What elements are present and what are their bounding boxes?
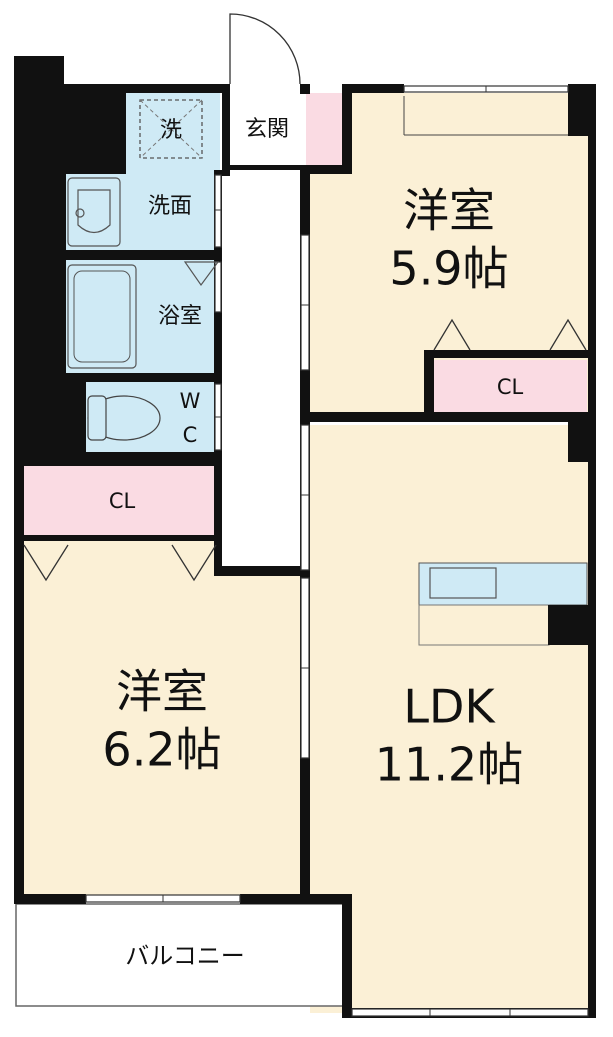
laundry-pan-diagonal xyxy=(139,99,203,159)
western-room-1-size: 5.9帖 xyxy=(389,242,508,296)
entrance-label: 玄関 xyxy=(245,117,289,142)
closet-2-area xyxy=(22,465,220,535)
entrance-floor xyxy=(228,93,306,170)
closet-door-marks xyxy=(23,318,587,582)
western-room-2-floor xyxy=(22,540,305,897)
washbasin-bowl xyxy=(77,189,111,234)
balcony-label: バルコニー xyxy=(125,942,245,970)
bathroom-label: 浴室 xyxy=(158,304,202,329)
western-room-1-name: 洋室 xyxy=(403,184,495,238)
ldk-name: LDK xyxy=(403,680,496,734)
toilet-label-c: C xyxy=(183,423,198,447)
corridor-floor xyxy=(220,170,302,570)
laundry-area xyxy=(125,93,220,173)
western-room-2-size: 6.2帖 xyxy=(102,723,221,777)
western-room-2-name: 洋室 xyxy=(116,665,208,719)
laundry-pan xyxy=(139,99,203,159)
entrance-door-swing xyxy=(229,13,301,85)
closet-1-area xyxy=(432,360,587,413)
ldk-floor xyxy=(310,425,588,1013)
bath-door-mark xyxy=(183,261,220,287)
laundry-label: 洗 xyxy=(160,118,182,143)
bathtub xyxy=(67,264,137,369)
bathtub-inner xyxy=(73,270,131,363)
balcony-floor xyxy=(15,903,349,1007)
closet-2-label: CL xyxy=(109,489,136,513)
kitchen-sink xyxy=(429,567,497,599)
toilet-label-w: W xyxy=(180,389,201,413)
closet-1-label: CL xyxy=(497,375,524,399)
washbasin-tap xyxy=(75,208,85,218)
ldk-size: 11.2帖 xyxy=(375,738,523,792)
toilet-tank xyxy=(87,395,107,441)
washroom-label: 洗面 xyxy=(148,194,192,219)
kitchen-side-counter xyxy=(418,604,550,646)
entrance-step xyxy=(306,93,342,167)
